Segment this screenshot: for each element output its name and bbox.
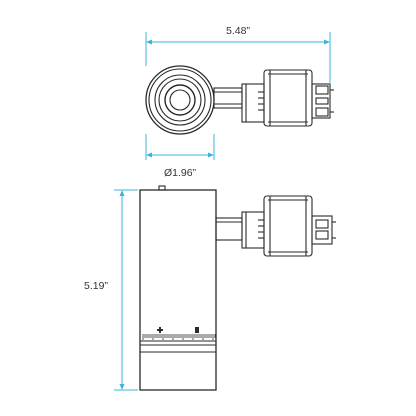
side-arm [215, 217, 243, 241]
head-ring-3 [154, 74, 206, 126]
side-adapter-body [263, 195, 313, 257]
head-outer-ring [145, 65, 215, 135]
side-cylinder [139, 189, 217, 391]
bezel-tick-marks [142, 334, 216, 340]
dimension-lines [114, 32, 331, 391]
diameter-label: Ø1.96” [164, 167, 197, 179]
head-lens [164, 84, 196, 116]
side-connector [311, 215, 333, 245]
overall-height-label: 5.19” [84, 280, 108, 292]
head-ring-2 [148, 68, 212, 132]
scale-markers [157, 327, 199, 333]
head-ring-4 [158, 78, 202, 122]
side-view [139, 185, 336, 391]
top-view [145, 65, 334, 135]
overall-length-label: 5.48” [226, 25, 250, 37]
top-joint [241, 83, 265, 123]
top-connector [311, 83, 331, 119]
scale-marker-right [197, 327, 199, 333]
top-arm [213, 87, 243, 109]
head-lens-inner [169, 89, 191, 111]
top-adapter-body [263, 69, 313, 127]
side-joint [241, 211, 265, 249]
